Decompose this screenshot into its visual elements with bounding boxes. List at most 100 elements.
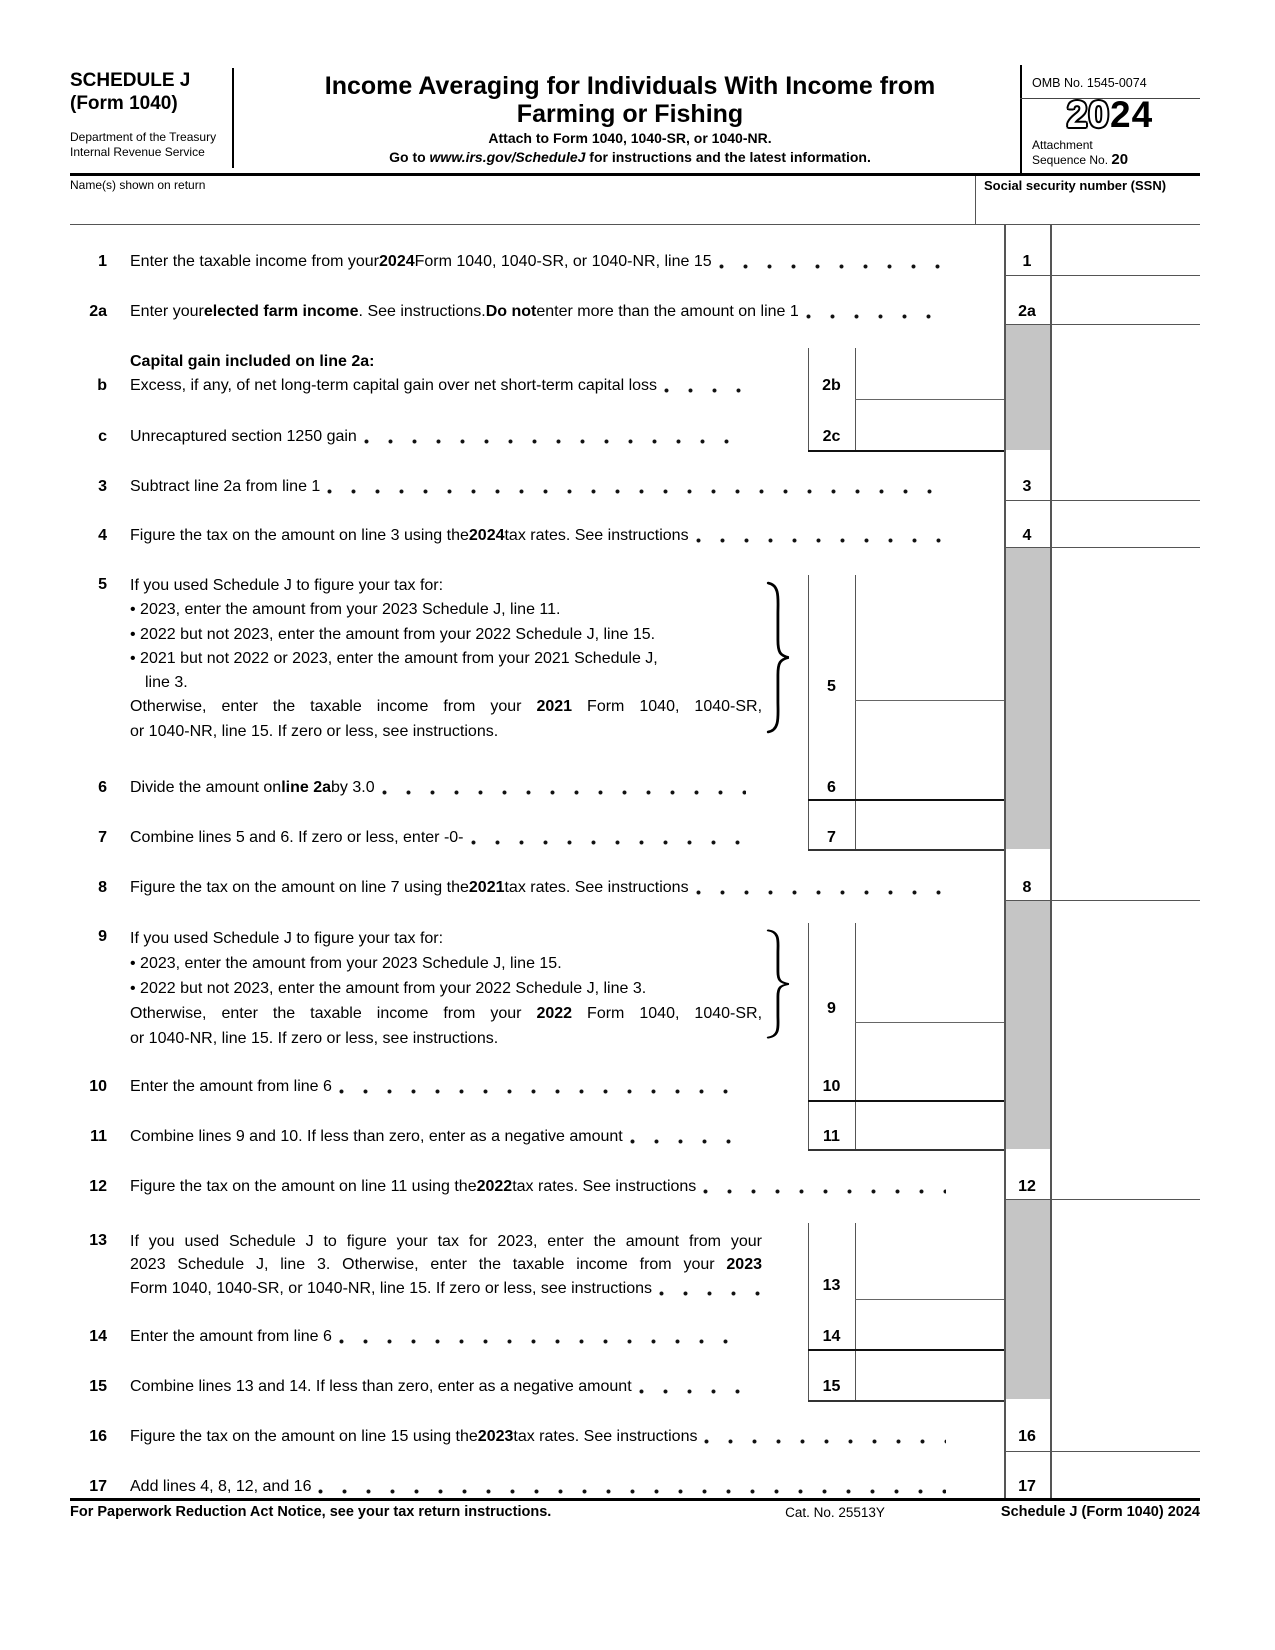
text-segment: 2024 bbox=[468, 527, 505, 544]
dot-leader bbox=[805, 314, 946, 319]
text-segment: Unrecaptured section 1250 gain bbox=[130, 428, 357, 445]
box-label-3: 3 bbox=[1022, 478, 1032, 495]
attachment-label: Attachment bbox=[1032, 138, 1093, 152]
row-text-r17: Add lines 4, 8, 12, and 16 bbox=[130, 1476, 948, 1498]
line-number-9: 9 bbox=[98, 928, 107, 945]
row-line: Otherwise, enter the taxable income from… bbox=[130, 1001, 762, 1026]
row-text-r11: Combine lines 9 and 10. If less than zer… bbox=[130, 1126, 748, 1148]
row-text-r6: Divide the amount on line 2a by 3.0 bbox=[130, 777, 748, 799]
line-number-2a: 2a bbox=[89, 303, 107, 320]
row-text-r8: Figure the tax on the amount on line 7 u… bbox=[130, 877, 948, 899]
tax-year-bold: 24 bbox=[1110, 94, 1154, 135]
line-number-7: 7 bbox=[98, 829, 107, 846]
text-segment: 2023, enter the amount from your 2023 Sc… bbox=[140, 955, 562, 972]
entry-field-12[interactable] bbox=[1050, 1149, 1200, 1199]
rule bbox=[808, 575, 810, 849]
line-number-17: 17 bbox=[89, 1478, 107, 1495]
entry-field-10[interactable] bbox=[855, 1022, 1004, 1099]
text-segment: Excess, if any, of net long-term capital… bbox=[130, 377, 658, 394]
text-segment: Otherwise, enter the taxable income from… bbox=[130, 1005, 537, 1022]
text-segment: Do not bbox=[485, 303, 537, 320]
catalog-number: Cat. No. 25513Y bbox=[785, 1505, 885, 1520]
rule bbox=[855, 575, 857, 849]
text-segment: 2023 bbox=[477, 1428, 514, 1445]
box-label-2b: 2b bbox=[822, 377, 841, 394]
text-segment: line 2a bbox=[281, 779, 332, 796]
entry-field-2b[interactable] bbox=[855, 348, 1004, 399]
row-line: If you used Schedule J to figure your ta… bbox=[130, 1230, 762, 1253]
entry-field-11[interactable] bbox=[855, 1099, 1004, 1149]
row-line: Form 1040, 1040-SR, or 1040-NR, line 15.… bbox=[130, 1277, 762, 1300]
row-text-r7: Combine lines 5 and 6. If zero or less, … bbox=[130, 827, 748, 849]
text-segment: Enter the taxable income from your bbox=[130, 253, 380, 270]
dot-leader bbox=[695, 538, 946, 543]
box-label-2a: 2a bbox=[1018, 303, 1036, 320]
row-text-r3: Subtract line 2a from line 1 bbox=[130, 476, 948, 498]
text-segment: Figure the tax on the amount on line 7 u… bbox=[130, 879, 469, 896]
entry-field-1[interactable] bbox=[1050, 224, 1200, 275]
attach-instruction: Attach to Form 1040, 1040-SR, or 1040-NR… bbox=[488, 130, 772, 146]
entry-field-4[interactable] bbox=[1050, 500, 1200, 547]
entry-field-9[interactable] bbox=[855, 923, 1004, 1022]
rule bbox=[808, 1400, 1004, 1402]
row-line: 2023 Schedule J, line 3. Otherwise, ente… bbox=[130, 1253, 762, 1276]
text-segment: Combine lines 13 and 14. If less than ze… bbox=[130, 1378, 632, 1395]
text-segment: Form 1040, 1040-SR, bbox=[572, 698, 763, 716]
rule bbox=[808, 849, 1004, 851]
entry-field-5[interactable] bbox=[855, 575, 1004, 700]
entry-field-6[interactable] bbox=[855, 700, 1004, 799]
box-label-10: 10 bbox=[822, 1078, 841, 1095]
text-segment: Form 1040, 1040-SR, bbox=[572, 1005, 763, 1022]
dot-leader bbox=[381, 790, 746, 795]
entry-field-17[interactable] bbox=[1050, 1451, 1200, 1498]
line-number-16: 16 bbox=[89, 1428, 107, 1445]
row-text-r15: Combine lines 13 and 14. If less than ze… bbox=[130, 1376, 748, 1398]
entry-field-8[interactable] bbox=[1050, 849, 1200, 900]
rule bbox=[1004, 324, 1200, 326]
text-segment: tax rates. See instructions bbox=[513, 1428, 698, 1445]
dot-leader bbox=[338, 1339, 746, 1344]
rule bbox=[1020, 65, 1022, 173]
box-label-8: 8 bbox=[1022, 879, 1032, 896]
row-text-r2b: Excess, if any, of net long-term capital… bbox=[130, 375, 748, 397]
line-number-12: 12 bbox=[89, 1178, 107, 1195]
rule bbox=[1004, 547, 1200, 549]
rule bbox=[808, 1149, 1004, 1151]
entry-field-7[interactable] bbox=[855, 799, 1004, 849]
shaded-cell bbox=[1005, 1200, 1050, 1399]
line-number-13: 13 bbox=[89, 1232, 107, 1249]
entry-field-13[interactable] bbox=[855, 1223, 1004, 1299]
box-label-11: 11 bbox=[823, 1128, 840, 1145]
dot-leader bbox=[327, 489, 946, 494]
dot-leader bbox=[363, 439, 746, 444]
row-text-r16: Figure the tax on the amount on line 15 … bbox=[130, 1426, 948, 1448]
row-text-r2a: Enter your elected farm income. See inst… bbox=[130, 301, 948, 323]
entry-field-2c[interactable] bbox=[855, 399, 1004, 450]
entry-field-15[interactable] bbox=[855, 1349, 1004, 1400]
text-segment: 2022 bbox=[476, 1178, 513, 1195]
box-label-2c: 2c bbox=[822, 428, 841, 445]
entry-field-16[interactable] bbox=[1050, 1399, 1200, 1451]
line-number-6: 6 bbox=[98, 779, 107, 796]
entry-field-2a[interactable] bbox=[1050, 275, 1200, 324]
rule bbox=[1004, 275, 1200, 277]
text-segment: Figure the tax on the amount on line 15 … bbox=[130, 1428, 478, 1445]
rule bbox=[1004, 1451, 1200, 1453]
sequence-number: 20 bbox=[1111, 151, 1129, 168]
capital-gain-heading: Capital gain included on line 2a: bbox=[130, 351, 374, 373]
rule bbox=[808, 1223, 810, 1400]
text-segment: 2022 but not 2023, enter the amount from… bbox=[140, 625, 656, 643]
text-segment: Form 1040, 1040-SR, or 1040-NR, line 15.… bbox=[130, 1279, 653, 1297]
dot-leader bbox=[704, 1439, 946, 1444]
text-segment: or 1040-NR, line 15. If zero or less, se… bbox=[130, 722, 499, 740]
line-number-5: 5 bbox=[98, 576, 107, 593]
text-segment: Enter your bbox=[130, 303, 204, 320]
text-segment: Subtract line 2a from line 1 bbox=[130, 478, 321, 495]
entry-field-3[interactable] bbox=[1050, 450, 1200, 500]
box-label-13: 13 bbox=[822, 1277, 841, 1294]
rule bbox=[1004, 900, 1200, 902]
row-line: • 2021 but not 2022 or 2023, enter the a… bbox=[130, 647, 762, 671]
entry-field-14[interactable] bbox=[855, 1299, 1004, 1349]
irs-url-link[interactable]: www.irs.gov/ScheduleJ bbox=[429, 149, 586, 165]
